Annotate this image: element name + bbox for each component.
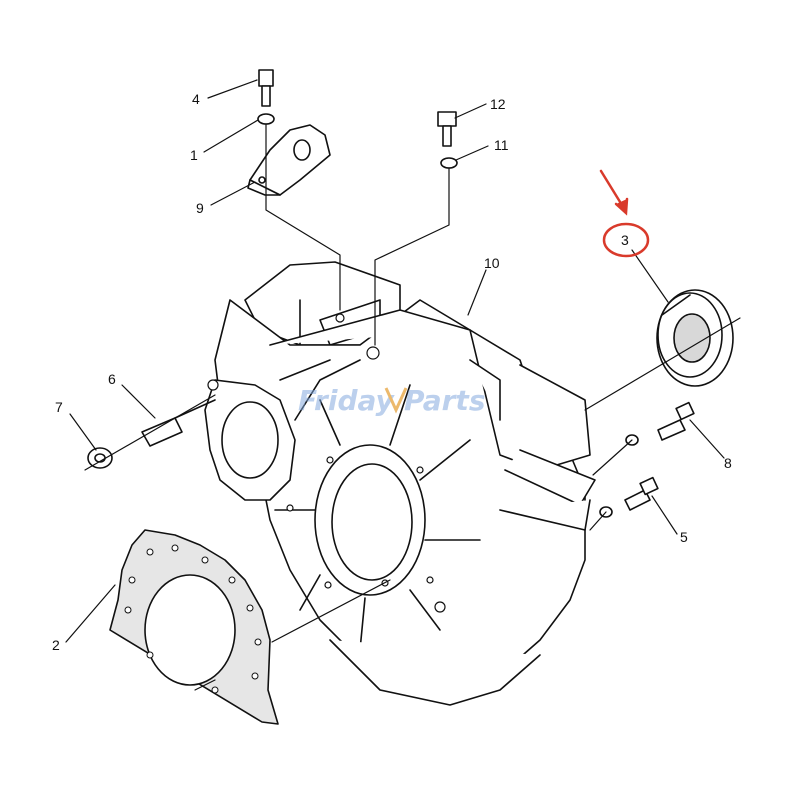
callout-9: 9 — [196, 200, 204, 216]
callout-5: 5 — [680, 529, 688, 545]
callout-labels: 4 1 9 12 11 10 3 6 7 8 5 2 — [52, 91, 732, 653]
assembly-lines — [84, 123, 741, 691]
red-circle-icon — [602, 222, 650, 258]
bolt-5 — [599, 476, 659, 518]
watermark: Friday Parts — [298, 384, 485, 417]
bolt-12 — [437, 111, 457, 147]
flywheel-housing — [204, 261, 596, 706]
callout-3: 3 — [621, 232, 629, 248]
nut-7 — [87, 447, 113, 469]
highlight-marker — [599, 169, 650, 258]
bolt-4 — [258, 69, 274, 107]
callout-8: 8 — [724, 455, 732, 471]
stud-6 — [141, 399, 216, 447]
washer-1 — [257, 113, 275, 125]
callout-6: 6 — [108, 371, 116, 387]
callout-1: 1 — [190, 147, 198, 163]
watermark-part2: Parts — [404, 384, 485, 417]
callout-11: 11 — [494, 137, 509, 153]
callout-12: 12 — [490, 96, 506, 112]
callout-4: 4 — [192, 91, 200, 107]
gasket — [109, 529, 279, 725]
leader-lines — [65, 79, 725, 643]
washer-11 — [440, 157, 458, 169]
callout-10: 10 — [484, 255, 500, 271]
crankshaft-seal — [656, 289, 734, 387]
callout-7: 7 — [55, 399, 63, 415]
callout-2: 2 — [52, 637, 60, 653]
bolt-8 — [625, 401, 695, 446]
lifting-bracket — [247, 124, 331, 196]
watermark-part1: Friday — [298, 384, 396, 417]
